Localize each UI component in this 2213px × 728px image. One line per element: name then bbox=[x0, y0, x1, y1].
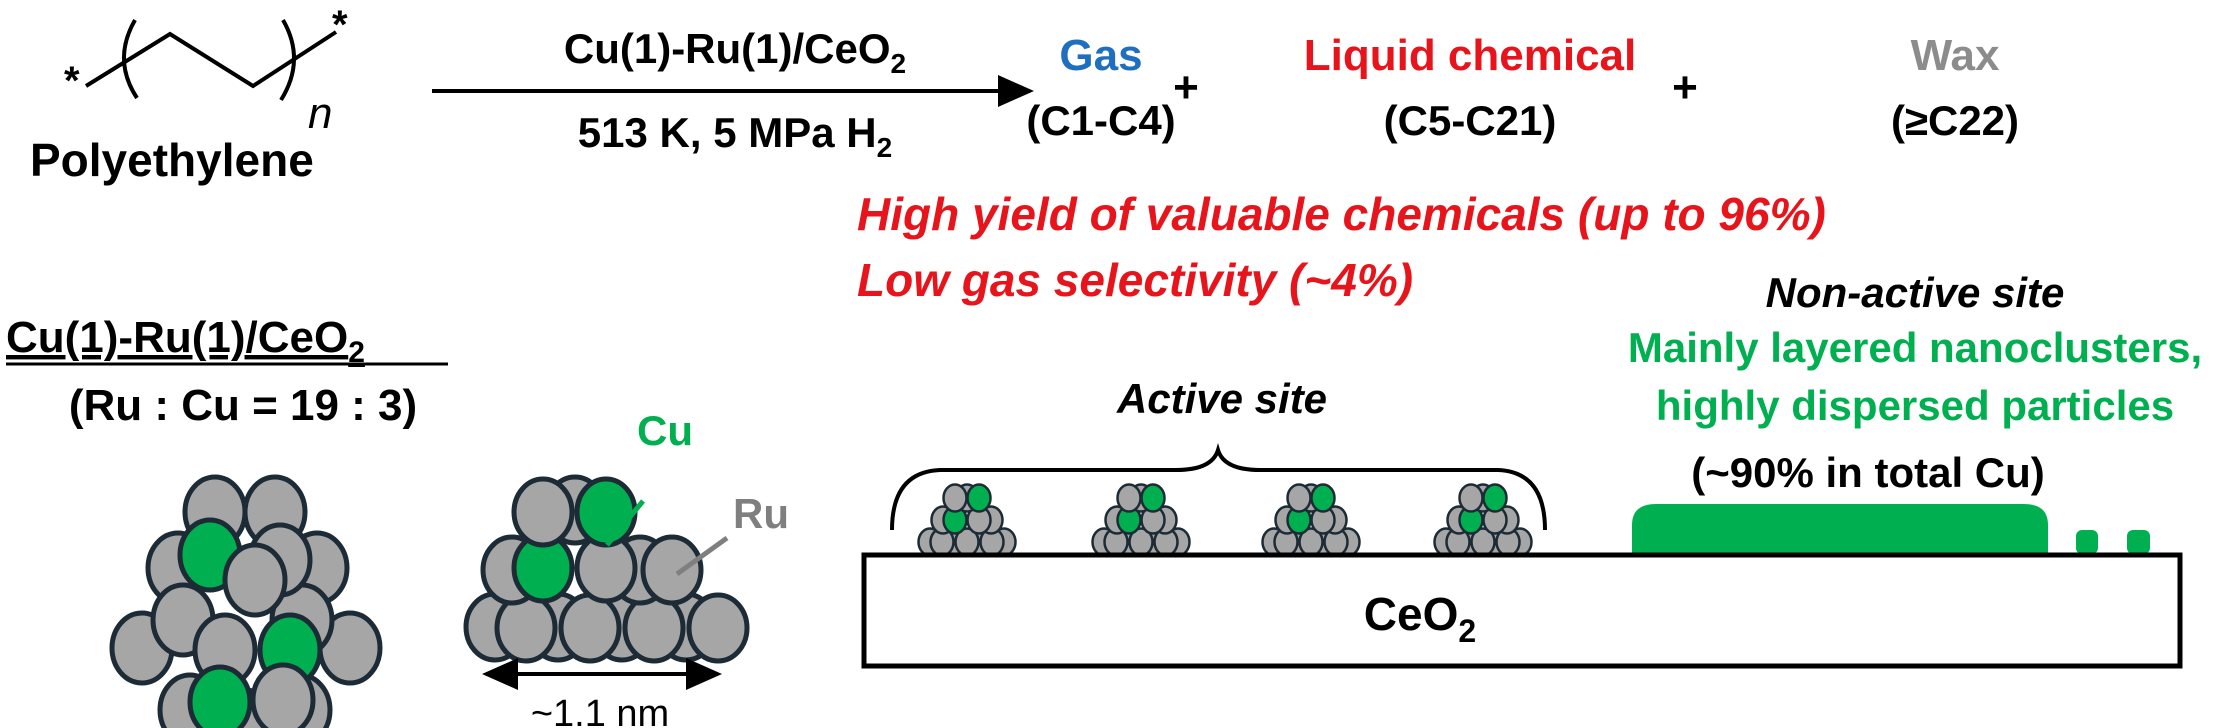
active-cluster bbox=[1091, 483, 1191, 557]
support-label-subscript: 2 bbox=[1458, 613, 1476, 649]
ru-atom bbox=[640, 534, 704, 606]
active-site-label: Active site bbox=[1116, 375, 1327, 422]
highlights: High yield of valuable chemicals (up to … bbox=[857, 188, 1826, 306]
ru-atom bbox=[222, 542, 288, 618]
product-gas-name: Gas bbox=[1059, 31, 1142, 80]
ru-label: Ru bbox=[733, 490, 789, 537]
ru-atom bbox=[1116, 483, 1142, 513]
nonactive-site-label: Non-active site bbox=[1766, 269, 2065, 316]
cu-atom bbox=[187, 664, 253, 728]
bracket-right bbox=[279, 19, 296, 102]
cu-atom bbox=[1482, 483, 1508, 513]
nonactive-desc-line1: Mainly layered nanoclusters, bbox=[1628, 324, 2202, 371]
end-group-right: * bbox=[332, 3, 348, 47]
cu-atom bbox=[966, 483, 992, 513]
cu-atom bbox=[574, 476, 638, 548]
active-clusters bbox=[917, 483, 1533, 557]
ru-atom bbox=[494, 592, 558, 664]
plus-sign-2: + bbox=[1672, 63, 1698, 112]
product-wax-range: (≥C22) bbox=[1891, 97, 2019, 144]
catalyst-panel-title: Cu(1)-Ru(1)/CeO2 bbox=[6, 313, 365, 369]
nonactive-desc-line2: highly dispersed particles bbox=[1656, 382, 2174, 429]
product-gas-range: (C1-C4) bbox=[1026, 97, 1175, 144]
nonactive-fraction: (~90% in total Cu) bbox=[1691, 449, 2045, 496]
catalyst-panel-title-subscript: 2 bbox=[348, 336, 365, 369]
cu-label: Cu bbox=[637, 407, 693, 454]
conditions-text: 513 K, 5 MPa H bbox=[578, 109, 877, 156]
layered-nanocluster bbox=[1632, 504, 2048, 553]
size-label: ~1.1 nm bbox=[531, 693, 669, 728]
highlight-gas-selectivity: Low gas selectivity (~4%) bbox=[857, 254, 1413, 306]
ceo2-support bbox=[861, 552, 2183, 669]
end-group-left: * bbox=[64, 59, 80, 103]
plus-sign-1: + bbox=[1173, 63, 1199, 112]
product-liquid-name: Liquid chemical bbox=[1304, 31, 1637, 80]
active-site-brace bbox=[890, 443, 1547, 531]
product-wax-name: Wax bbox=[1911, 31, 2000, 80]
ru-atom bbox=[511, 476, 575, 548]
support-label: CeO2 bbox=[1364, 588, 1476, 649]
product-liquid-range: (C5-C21) bbox=[1384, 97, 1557, 144]
polyethylene-structure: * * n Polyethylene bbox=[30, 3, 348, 186]
surface-panel: Active site Non-active site Mainly layer… bbox=[861, 269, 2202, 669]
conditions-subscript: 2 bbox=[877, 132, 893, 163]
bracket-left bbox=[122, 19, 139, 100]
cu-atom bbox=[1310, 483, 1336, 513]
ru-atom bbox=[1286, 483, 1312, 513]
dispersed-particle bbox=[2127, 530, 2150, 554]
cluster-top-view bbox=[109, 474, 383, 728]
active-cluster bbox=[917, 483, 1017, 557]
ru-atom bbox=[250, 662, 316, 728]
ru-atom bbox=[686, 592, 750, 664]
catalyst-subscript: 2 bbox=[891, 48, 907, 79]
highlight-yield: High yield of valuable chemicals (up to … bbox=[857, 188, 1826, 240]
ratio-label: (Ru : Cu = 19 : 3) bbox=[69, 381, 417, 430]
catalyst-label: Cu(1)-Ru(1)/CeO2 bbox=[564, 25, 906, 79]
ru-atom bbox=[558, 592, 622, 664]
ru-atom bbox=[942, 483, 968, 513]
cu-atom bbox=[1140, 483, 1166, 513]
active-cluster bbox=[1261, 483, 1361, 557]
active-cluster bbox=[1433, 483, 1533, 557]
products: Gas (C1-C4) + Liquid chemical (C5-C21) +… bbox=[1026, 31, 2019, 144]
reactant-name: Polyethylene bbox=[30, 134, 314, 186]
cu-pointer-line bbox=[605, 499, 645, 547]
catalyst-panel: Cu(1)-Ru(1)/CeO2 (Ru : Cu = 19 : 3) Cu R… bbox=[6, 313, 789, 728]
repeat-subscript: n bbox=[308, 89, 332, 138]
catalyst-panel-title-text: Cu(1)-Ru(1)/CeO bbox=[6, 313, 348, 362]
support-label-text: CeO bbox=[1364, 588, 1459, 640]
catalyst-text: Cu(1)-Ru(1)/CeO bbox=[564, 25, 891, 72]
cluster-side-view bbox=[463, 474, 750, 664]
ru-atom bbox=[1458, 483, 1484, 513]
reaction-arrow-group: Cu(1)-Ru(1)/CeO2 513 K, 5 MPa H2 bbox=[432, 25, 1034, 163]
conditions-label: 513 K, 5 MPa H2 bbox=[578, 109, 892, 163]
dispersed-particle bbox=[2076, 530, 2098, 554]
ru-pointer-line bbox=[675, 535, 729, 577]
